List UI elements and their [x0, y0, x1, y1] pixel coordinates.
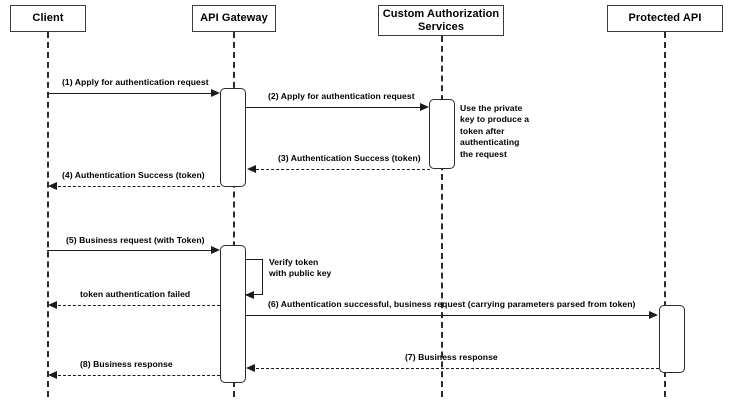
message-arrowhead-5: [211, 245, 220, 254]
self-call-note-line-2: with public key: [269, 268, 332, 279]
participant-box-gateway[interactable]: API Gateway: [192, 5, 276, 32]
message-label-token-auth-failed: token authentication failed: [80, 289, 191, 299]
participant-box-client[interactable]: Client: [10, 5, 86, 32]
participant-box-authsvc[interactable]: Custom Authorization Services: [378, 5, 504, 36]
message-line-2: [245, 107, 421, 108]
message-label-2: (2) Apply for authentication request: [268, 91, 415, 101]
note-verify-token: Verify token with public key: [269, 257, 344, 280]
message-arrowhead-4: [48, 181, 57, 190]
message-arrowhead-3: [247, 164, 256, 173]
message-arrowhead-token-auth-failed: [48, 300, 57, 309]
message-line-4: [58, 186, 220, 187]
activation-authsvc: [429, 99, 455, 169]
note-line-2: key to produce a: [460, 114, 530, 125]
message-arrowhead-2: [420, 102, 429, 111]
note-line-3: token after: [460, 125, 505, 136]
participant-label-authsvc: Custom Authorization Services: [382, 7, 500, 33]
participant-box-protected[interactable]: Protected API: [607, 5, 723, 32]
note-line-5: the request: [460, 148, 507, 159]
message-arrowhead-6: [649, 310, 658, 319]
message-label-8: (8) Business response: [80, 359, 173, 369]
lifeline-authsvc: [441, 36, 443, 397]
message-line-8: [58, 375, 220, 376]
activation-protected: [659, 305, 685, 373]
participant-label-gateway: API Gateway: [200, 12, 268, 25]
activation-gateway-business: [220, 245, 246, 383]
participant-label-protected: Protected API: [628, 12, 702, 25]
self-call-arrowhead-verify-token: [245, 290, 254, 299]
message-line-1: [47, 93, 211, 94]
message-label-3: (3) Authentication Success (token): [278, 153, 421, 163]
note-line-1: Use the private: [460, 103, 523, 113]
message-arrowhead-1: [211, 88, 220, 97]
message-line-3: [256, 169, 430, 170]
message-label-5: (5) Business request (with Token): [66, 235, 205, 245]
self-call-note-line-1: Verify token: [269, 257, 319, 267]
message-line-5: [47, 250, 211, 251]
message-arrowhead-7: [246, 363, 255, 372]
message-arrowhead-8: [48, 370, 57, 379]
message-line-6: [245, 315, 650, 316]
message-label-1: (1) Apply for authentication request: [62, 77, 209, 87]
message-label-4: (4) Authentication Success (token): [62, 170, 205, 180]
lifeline-client: [47, 32, 49, 397]
participant-label-client: Client: [32, 12, 64, 25]
message-label-6: (6) Authentication successful, business …: [268, 299, 636, 309]
self-call-loop-verify-token: [245, 259, 263, 295]
message-line-7: [256, 368, 659, 369]
note-line-4: authenticating: [460, 137, 520, 148]
activation-gateway-auth: [220, 88, 246, 187]
note-private-key: Use the private key to produce a token a…: [460, 103, 540, 160]
lifeline-gateway: [233, 32, 235, 397]
message-line-token-auth-failed: [58, 305, 220, 306]
lifeline-protected: [664, 32, 666, 397]
message-label-7: (7) Business response: [405, 352, 498, 362]
